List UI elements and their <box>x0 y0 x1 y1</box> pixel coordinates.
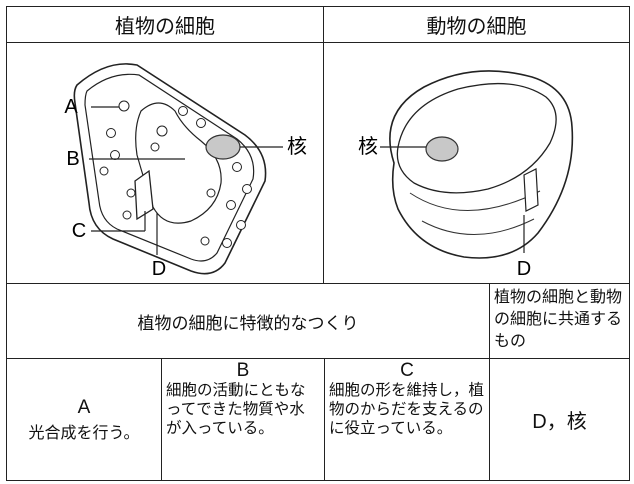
animal-cell-header-text: 動物の細胞 <box>426 14 527 38</box>
label-c: C <box>72 220 86 242</box>
common-structures-header: 植物の細胞と動物の細胞に共通するもの <box>489 283 630 359</box>
common-structures-answer-text: D，核 <box>532 411 587 433</box>
label-nucleus-plant: 核 <box>287 135 307 158</box>
plant-only-header: 植物の細胞に特徴的なつくり <box>6 283 490 359</box>
function-c-text: 細胞の形を維持し，植物のからだを支えるのに役立っている。 <box>329 381 485 437</box>
label-b: B <box>66 148 79 170</box>
label-d-animal: D <box>517 258 531 280</box>
function-b-letter: B <box>236 360 250 381</box>
function-a-text: 光合成を行う。 <box>28 422 140 442</box>
animal-cell-rim-shade-2 <box>421 218 535 235</box>
plant-cell-header-text: 植物の細胞 <box>115 14 215 38</box>
animal-nucleus <box>425 136 459 162</box>
common-structures-header-text: 植物の細胞と動物の細胞に共通するもの <box>494 287 623 350</box>
cell-comparison-table: 植物の細胞 動物の細胞 <box>6 6 630 481</box>
function-cell-c: C 細胞の形を維持し，植物のからだを支えるのに役立っている。 <box>324 358 490 481</box>
animal-cell-diagram-cell: 核 D <box>323 42 630 284</box>
function-b-text: 細胞の活動にともなってできた物質や水が入っている。 <box>166 381 306 437</box>
plant-only-header-text: 植物の細胞に特徴的なつくり <box>137 313 359 334</box>
plant-nucleus <box>205 134 241 160</box>
animal-cell-header: 動物の細胞 <box>323 6 630 43</box>
label-d-plant: D <box>152 258 166 280</box>
label-nucleus-animal: 核 <box>358 135 378 158</box>
function-a-letter: A <box>77 396 91 418</box>
plant-cell-header: 植物の細胞 <box>6 6 324 43</box>
function-cell-b: B 細胞の活動にともなってできた物質や水が入っている。 <box>161 358 325 481</box>
plant-cell-diagram: A B 核 C D <box>64 63 307 280</box>
label-a: A <box>64 96 78 118</box>
cell-membrane-cutaway <box>523 168 539 212</box>
function-c-letter: C <box>400 360 414 381</box>
common-structures-answer: D，核 <box>489 358 630 481</box>
cell-wall-cutaway <box>134 169 154 221</box>
plant-cell-diagram-cell: A B 核 C D <box>6 42 324 284</box>
animal-cell-diagram: 核 D <box>358 70 574 280</box>
function-cell-a: A 光合成を行う。 <box>6 358 162 481</box>
chloroplast-group <box>99 100 252 248</box>
animal-cell-rim-shade <box>409 190 541 211</box>
animal-cell-opening <box>396 82 557 194</box>
